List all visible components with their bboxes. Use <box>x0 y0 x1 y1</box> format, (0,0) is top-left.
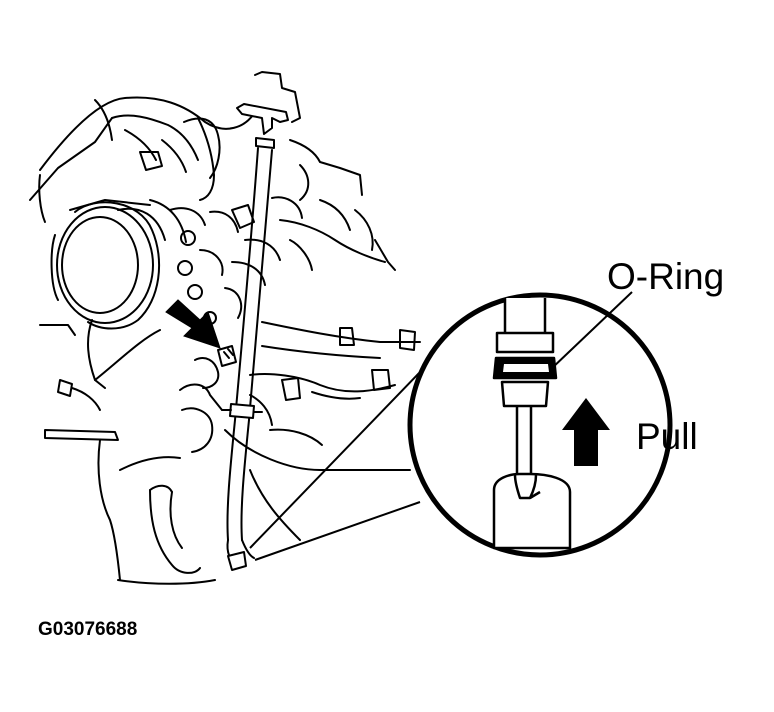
engine-line-art <box>29 71 421 585</box>
oring-label: O-Ring <box>607 256 725 297</box>
pointer-arrow-icon <box>165 299 221 349</box>
pull-label: Pull <box>636 416 698 457</box>
oring-leader-line <box>549 291 633 371</box>
zoom-leader-lines <box>249 369 423 561</box>
zoom-detail-circle <box>407 291 673 558</box>
up-arrow-icon <box>562 398 610 466</box>
figure-id: G03076688 <box>38 619 138 640</box>
dipstick <box>221 103 289 571</box>
